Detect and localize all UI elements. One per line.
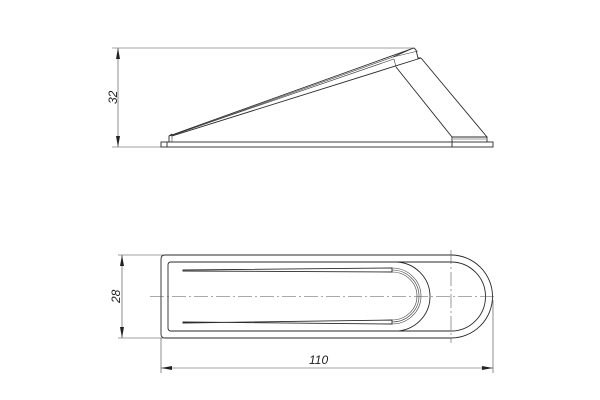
wedge-top-line-3 <box>172 58 395 136</box>
arrow-up-icon <box>120 255 124 266</box>
outer-outline <box>160 254 493 339</box>
recess-arc-3 <box>391 271 418 321</box>
back-face-outer <box>420 57 488 138</box>
width-dimension-label: 28 <box>109 289 123 304</box>
back-face-inner <box>395 66 453 138</box>
side-view: 32 <box>106 47 494 148</box>
recess-arc-outer <box>394 261 431 332</box>
arrow-left-icon <box>161 366 172 370</box>
groove-bottom <box>182 319 393 325</box>
wedge-tip-inner <box>392 50 419 58</box>
heel <box>452 136 488 142</box>
wedge-top-surface <box>168 48 412 137</box>
wedge-lower-surface <box>171 57 422 137</box>
arrow-right-icon <box>482 366 493 370</box>
arrow-up-icon <box>116 48 120 59</box>
wedge-tip <box>392 47 421 59</box>
recess-arc-1 <box>391 267 422 325</box>
wedge-tip-edge <box>393 58 397 68</box>
arrow-down-icon <box>116 136 120 147</box>
arrow-down-icon <box>120 327 124 338</box>
inner-rim <box>167 261 486 332</box>
groove-top <box>182 267 393 273</box>
base-plate <box>160 141 494 148</box>
top-view: 28 110 <box>109 250 497 373</box>
length-dimension-label: 110 <box>309 353 328 367</box>
height-dimension-label: 32 <box>106 90 120 104</box>
recess-arc-2 <box>391 269 420 323</box>
